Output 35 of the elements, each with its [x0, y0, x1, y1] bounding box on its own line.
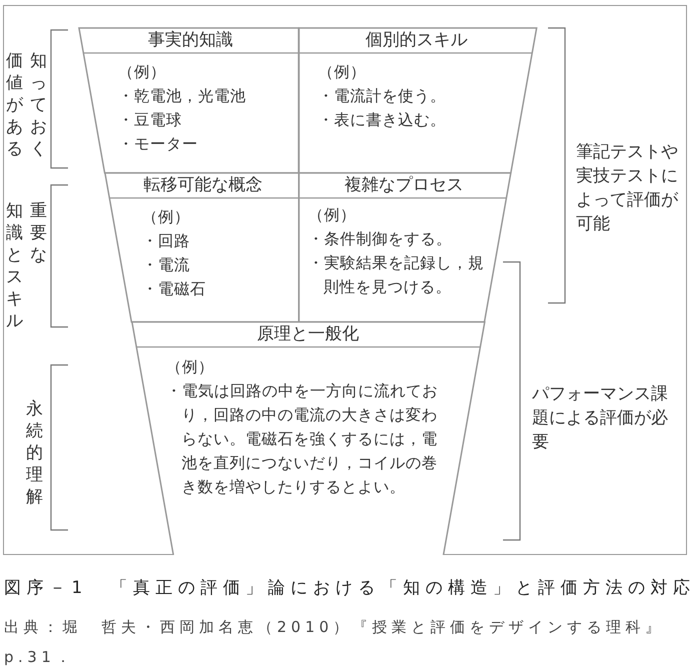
- assessment-note: 筆記テストや実技テストによって評価が可能: [576, 141, 679, 236]
- cell-heading: 個別的スキル: [366, 29, 468, 52]
- funnel-cell: [132, 322, 484, 555]
- funnel-cell: [79, 28, 299, 173]
- example-text: ・条件制御をする。: [308, 229, 453, 250]
- cell-heading: 転移可能な概念: [144, 174, 263, 197]
- side-label: 知識とスキル: [6, 200, 23, 333]
- cell-heading: 複雑なプロセス: [344, 174, 464, 197]
- example-text: ・乾電池，光電池: [118, 86, 247, 107]
- funnel-cell: [299, 28, 537, 173]
- assessment-note: パフォーマンス課題による評価が必要: [532, 383, 669, 454]
- example-text: ・電磁石: [142, 279, 207, 300]
- example-text: ・電流計を使う。: [318, 86, 447, 107]
- example-text: ・豆電球: [118, 110, 183, 131]
- example-text: （例）: [142, 207, 191, 228]
- example-text: （例）: [318, 62, 367, 83]
- example-text: ・電気は回路の中を一方向に流れており，回路の中の電流の大きさは変わらない。電磁石を強くするには，電池を直列につないだり，コイルの巻き数を増やしたりするとよい。: [166, 381, 438, 498]
- example-text: （例）: [118, 62, 167, 83]
- source-note: 出典：堀 哲夫・西岡加名恵（2010）『授業と評価をデザインする理科』p.31．: [4, 617, 666, 666]
- funnel-cell: [105, 173, 299, 322]
- side-label: 知っておく: [30, 50, 47, 160]
- cell-heading: 事実的知識: [148, 29, 233, 52]
- example-text: ・電流: [142, 255, 191, 276]
- figure-caption: 図序－1 「真正の評価」論における「知の構造」と評価方法の対応: [4, 577, 692, 599]
- example-text: ・回路: [142, 231, 191, 252]
- cell-heading: 原理と一般化: [256, 323, 359, 346]
- side-label: 重要な: [30, 200, 47, 266]
- example-text: （例）: [308, 205, 357, 226]
- example-text: ・表に書き込む。: [318, 110, 447, 131]
- example-text: ・モーター: [118, 134, 199, 155]
- funnel-cell: [299, 173, 511, 322]
- example-text: （例）: [166, 357, 215, 378]
- side-label: 価値がある: [6, 50, 23, 160]
- side-label: 永続的理解: [26, 398, 43, 508]
- example-text: ・実験結果を記録し，規則性を見つける。: [308, 253, 485, 298]
